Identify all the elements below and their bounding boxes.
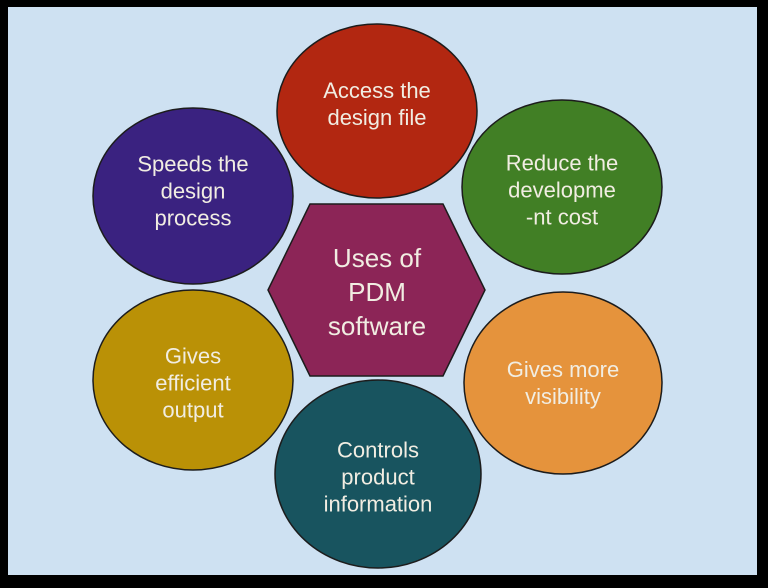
- node-circle-controls-product-information: [274, 379, 482, 569]
- node-circle-reduce-development-cost: [461, 99, 663, 275]
- node-circle-gives-more-visibility: [463, 291, 663, 475]
- node-circle-access-design-file: [276, 23, 478, 199]
- node-circle-speeds-design-process: [92, 107, 294, 285]
- node-circle-gives-efficient-output: [92, 289, 294, 471]
- center-hexagon: [267, 203, 486, 377]
